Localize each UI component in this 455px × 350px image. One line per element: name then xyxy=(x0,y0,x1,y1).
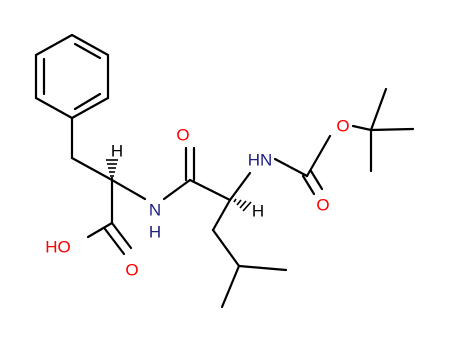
hashed-wedge-leu xyxy=(233,198,252,212)
atom-n-amide: N xyxy=(149,201,161,220)
bond xyxy=(351,124,373,132)
bond xyxy=(211,228,241,268)
bond xyxy=(70,156,114,182)
bond xyxy=(369,127,415,132)
atom-oh: HO xyxy=(45,238,71,257)
bond xyxy=(70,96,110,120)
bond xyxy=(188,178,232,202)
atom-o-ester: O xyxy=(336,117,349,136)
atom-o-acid: O xyxy=(125,261,138,280)
bond xyxy=(220,264,241,309)
bond xyxy=(273,157,309,178)
double-bond xyxy=(110,221,133,250)
phenyl-ring xyxy=(34,33,110,120)
atom-o-amide: O xyxy=(176,126,189,145)
bond xyxy=(369,87,388,132)
bond xyxy=(211,198,232,232)
double-bond xyxy=(309,169,324,191)
atom-h-on-n: H xyxy=(149,223,161,242)
bond xyxy=(86,221,114,239)
atom-nh-carbamate: HN xyxy=(248,151,273,170)
hashed-wedge-phe xyxy=(106,159,118,180)
bond xyxy=(110,178,147,201)
bond xyxy=(34,96,74,120)
double-bond-inner xyxy=(73,42,102,60)
atom-h-alpha-phe: H xyxy=(111,142,123,161)
double-bond xyxy=(103,227,126,256)
bond xyxy=(228,171,252,202)
atom-h-alpha-leu: H xyxy=(252,202,264,221)
bond xyxy=(305,134,332,178)
bond xyxy=(70,33,110,57)
double-bond-inner xyxy=(73,92,102,111)
bond xyxy=(237,264,288,272)
bond xyxy=(162,178,192,201)
bond xyxy=(34,33,74,57)
double-bond xyxy=(301,174,316,196)
atom-o-carbamate: O xyxy=(316,196,329,215)
